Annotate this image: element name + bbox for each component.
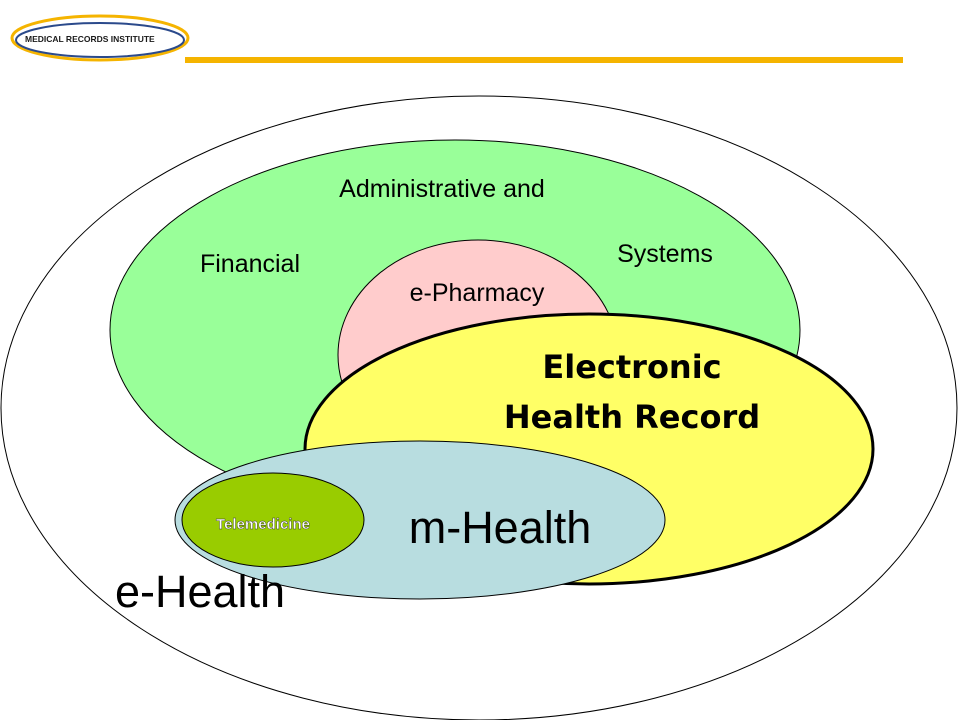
telemedicine-ellipse [181,472,365,568]
admin-label-systems: Systems [617,240,713,268]
logo-swoosh-orange [10,14,190,62]
e-pharmacy-label: e-Pharmacy [410,279,545,307]
logo-swoosh-blue [15,22,185,58]
ehr-label-line1: Electronic [542,348,721,386]
e-health-label: e-Health [115,566,285,617]
header-accent-bar [185,57,903,63]
logo: MEDICAL RECORDS INSTITUTE [10,14,190,62]
telemedicine-label: Telemedicine [216,516,310,533]
admin-label-financial: Financial [200,250,300,278]
m-health-label: m-Health [409,502,592,553]
logo-text: MEDICAL RECORDS INSTITUTE [25,34,155,44]
ehr-label-line2: Health Record [504,398,760,436]
admin-label-line1: Administrative and [339,175,545,203]
